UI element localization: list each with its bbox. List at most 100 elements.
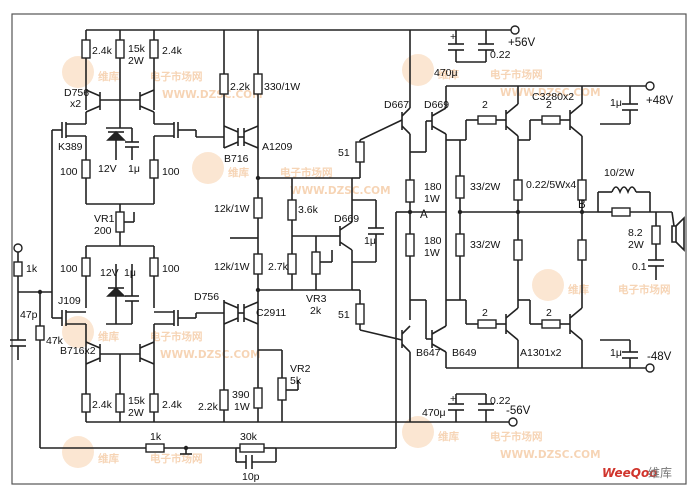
label-12k-b: 12k/1W <box>214 261 250 273</box>
label-zener-top: 12V <box>98 163 117 175</box>
label-330: 330/1W <box>264 81 300 93</box>
label-2-top-a: 2 <box>482 99 488 111</box>
resistor-330 <box>253 73 263 95</box>
watermark-cn: 维库 <box>438 68 459 81</box>
label-pos48: +48V <box>646 95 674 107</box>
label-zener-bot: 12V <box>100 267 119 279</box>
watermark-cn2: 电子市场网 <box>150 452 203 465</box>
label-1u-top: 1μ <box>610 97 622 109</box>
resistor-51-top <box>355 141 365 163</box>
cap-022-bottom: 0.22 <box>490 395 511 407</box>
label-2-top-b: 2 <box>546 99 552 111</box>
label-vr2-val: 5k <box>290 375 302 387</box>
watermark-logo-icon <box>62 436 94 468</box>
resistor-2-bot-b <box>541 319 561 329</box>
label-33-top: 33/2W <box>470 181 500 193</box>
label-180-bot-w: 1W <box>424 247 440 259</box>
label-100-bl: 100 <box>60 263 78 275</box>
label-1k-input: 1k <box>26 263 38 275</box>
label-1u-bot: 1μ <box>610 347 622 359</box>
label-2-bot-a: 2 <box>482 307 488 319</box>
label-k389: K389 <box>58 141 83 153</box>
label-neg56: -56V <box>506 405 531 417</box>
label-30k: 30k <box>240 431 258 443</box>
cap-470-top: 470μ <box>434 67 458 79</box>
resistor-33-bottom <box>455 233 465 257</box>
resistor-2-top-b <box>541 115 561 125</box>
label-01: 0.1 <box>632 261 647 273</box>
label-180-top-w: 1W <box>424 193 440 205</box>
watermark-cn: 维库 <box>438 430 459 443</box>
label-vr3: VR3 <box>306 293 327 305</box>
label-d669-mid: D669 <box>334 213 359 225</box>
watermark-cn2: 电子市场网 <box>280 166 333 179</box>
label-c2911: C2911 <box>256 307 286 319</box>
watermark-url: WWW.DZSC.COM <box>162 89 263 101</box>
label-8k2: 8.2 <box>628 227 643 239</box>
watermark-logo-icon <box>62 56 94 88</box>
watermark-cn2: 电子市场网 <box>490 430 543 443</box>
vr1-pot: VR1 200 <box>86 204 154 247</box>
watermark-cn2: 电子市场网 <box>490 68 543 81</box>
label-390: 390 <box>232 389 250 401</box>
resistor-100-br <box>149 257 159 277</box>
label-2k4-tl: 2.4k <box>92 45 113 57</box>
label-1k-fb: 1k <box>150 431 162 443</box>
resistor-30k <box>239 443 265 453</box>
input-section: 1k 47p 47k <box>10 129 64 360</box>
label-2k7: 2.7k <box>268 261 289 273</box>
schematic-frame <box>11 13 687 485</box>
terminal-neg48 <box>645 363 655 373</box>
label-2k4-tr: 2.4k <box>162 45 183 57</box>
watermark-url: WWW.DZSC.COM <box>160 349 261 361</box>
supply-caps-top: + 470μ 0.22 <box>434 30 511 79</box>
resistor-51-bottom <box>355 303 365 325</box>
svg-text:+: + <box>450 31 456 43</box>
resistor-022-bl <box>513 239 523 261</box>
resistor-12k-b <box>253 253 263 275</box>
label-vr3-val: 2k <box>310 305 322 317</box>
resistor-47k <box>35 325 45 341</box>
resistor-100-bl <box>81 257 91 277</box>
svg-text:+: + <box>450 393 456 405</box>
label-pos56: +56V <box>508 37 536 49</box>
resistor-022-tl <box>513 179 523 201</box>
bias-network: 3.6k 2.7k VR3 2k D669 1μ 51 <box>258 119 403 341</box>
label-15k-top: 15k <box>128 43 146 55</box>
label-15k-bot-w: 2W <box>128 407 144 419</box>
label-a1209: A1209 <box>262 141 293 153</box>
label-1u-zener-top: 1μ <box>128 163 140 175</box>
label-d756-mid: D756 <box>194 291 219 303</box>
label-3k6: 3.6k <box>298 204 319 216</box>
resistor-15k-top <box>115 39 125 59</box>
label-c3280: C3280x2 <box>532 91 574 103</box>
watermark-logo-icon <box>532 269 564 301</box>
label-1u-d669: 1μ <box>364 235 376 247</box>
label-2k2-bot: 2.2k <box>198 401 219 413</box>
resistor-2k2-top <box>219 73 229 95</box>
resistor-022-tr <box>577 179 587 201</box>
label-d669: D669 <box>424 99 449 111</box>
output-inductor <box>611 186 637 195</box>
cap-022-top: 0.22 <box>490 49 511 61</box>
label-a1301: A1301x2 <box>520 347 562 359</box>
label-vr1-val: 200 <box>94 225 112 237</box>
label-1u-zener-bot: 1μ <box>124 267 136 279</box>
watermark-cn2: 电子市场网 <box>618 283 671 296</box>
label-180-bot: 180 <box>424 235 442 247</box>
label-d756-top-qty: x2 <box>70 98 81 110</box>
watermark-url: WWW.DZSC.COM <box>500 87 601 99</box>
resistor-2k2-bottom <box>219 389 229 411</box>
power-rails: +56V -56V +48V -48V <box>86 25 674 427</box>
watermark-layer: 维库 电子市场网 WWW.DZSC.COM 维库 电子市场网 WWW.DZSC.… <box>62 54 671 468</box>
label-b716-pair: B716x2 <box>60 345 96 357</box>
input-terminal <box>13 243 23 253</box>
brand-weeqoo: WeeQoo <box>602 466 657 480</box>
watermark-cn: 维库 <box>98 70 119 83</box>
label-33-bot: 33/2W <box>470 239 500 251</box>
label-15k-bot: 15k <box>128 395 146 407</box>
resistor-100-tr <box>149 159 159 179</box>
resistor-180-top <box>405 179 415 203</box>
speaker-cone-icon <box>675 216 685 252</box>
